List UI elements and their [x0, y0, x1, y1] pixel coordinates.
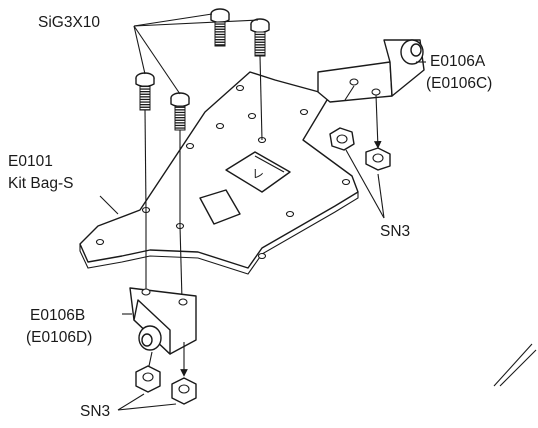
leader-lines — [99, 13, 537, 411]
nut-bottom-2 — [171, 377, 197, 405]
nut-right-1 — [329, 127, 355, 151]
label-plate-name: Kit Bag-S — [8, 175, 73, 192]
screw-4 — [170, 92, 190, 131]
label-holder-b-alt: (E0106D) — [26, 329, 92, 346]
label-holder-b-code: E0106B — [30, 307, 85, 324]
nut-right-2 — [365, 147, 391, 171]
label-nuts-bottom: SN3 — [80, 403, 110, 420]
screw-guide-lines — [144, 55, 263, 301]
plate-mark: レ — [252, 167, 264, 181]
label-holder-a-code: E0106A — [430, 53, 486, 70]
mounting-plate: レ — [79, 71, 359, 275]
screw-3 — [135, 72, 155, 111]
screw-2 — [250, 18, 270, 57]
label-screws: SiG3X10 — [38, 14, 100, 31]
label-nuts-right: SN3 — [380, 223, 410, 240]
label-holder-a-alt: (E0106C) — [426, 75, 492, 92]
holder-a — [317, 39, 425, 149]
holder-b — [129, 287, 197, 377]
nut-bottom-1 — [135, 365, 161, 393]
screw-1 — [210, 8, 230, 47]
label-plate-code: E0101 — [8, 153, 53, 170]
